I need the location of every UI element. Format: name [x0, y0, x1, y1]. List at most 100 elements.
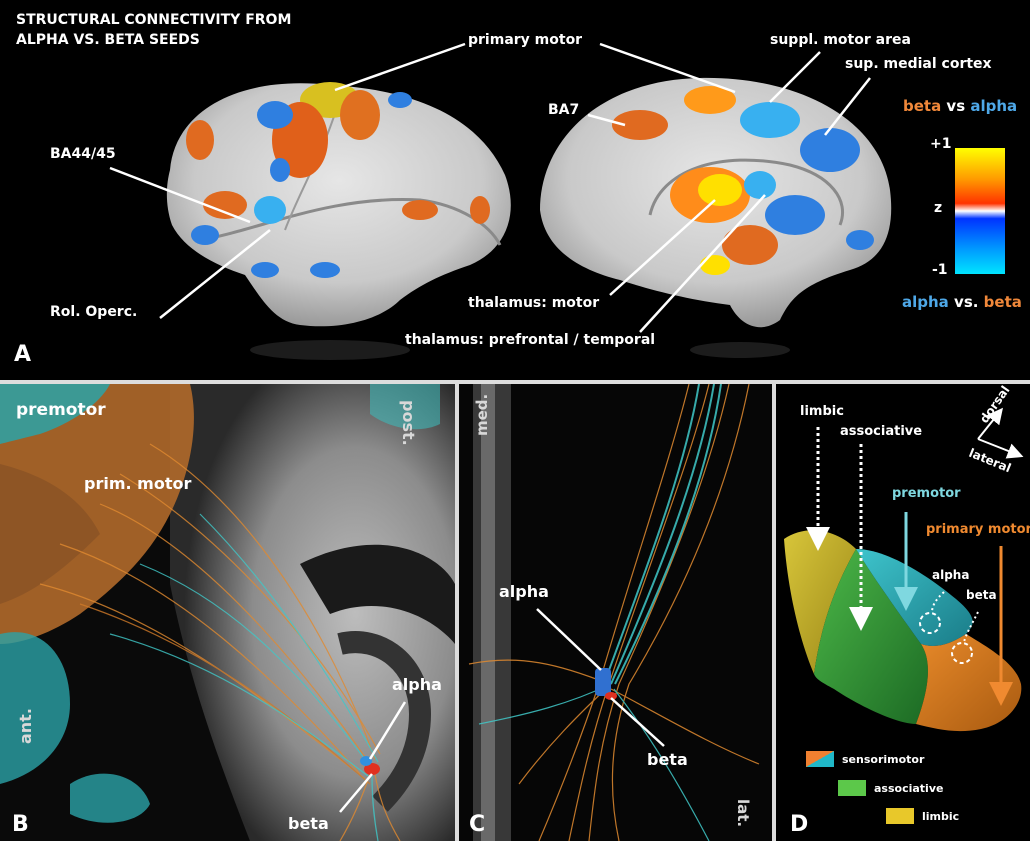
activation-orange: [186, 120, 214, 160]
label-sup-medial-cortex: sup. medial cortex: [845, 56, 992, 72]
legend-label-sensorimotor: sensorimotor: [842, 753, 925, 766]
label-ba44-45: BA44/45: [50, 146, 116, 162]
label-suppl-motor-area: suppl. motor area: [770, 32, 911, 48]
brain-reflection: [690, 342, 790, 358]
legend-alpha: alpha: [902, 293, 949, 311]
panel-b-letter: B: [12, 812, 29, 837]
activation-orange: [402, 200, 438, 220]
pointer-primary-motor-medial: [599, 42, 736, 94]
legend-vs: vs: [941, 97, 971, 115]
swatch-associative: [838, 780, 866, 796]
panel-b-illustration: [0, 384, 455, 841]
pointer-beta: [339, 773, 373, 813]
teal-region-top: [370, 384, 440, 430]
panel-c-illustration: [459, 384, 772, 841]
label-alpha: alpha: [932, 568, 970, 582]
activation-blue: [254, 196, 286, 224]
panel-c-letter: C: [469, 812, 486, 837]
limbic-region: [784, 530, 856, 674]
activation-blue: [310, 262, 340, 278]
fiber-tracts: [468, 384, 760, 841]
panel-c: med. alpha beta lat. C: [459, 384, 772, 841]
panel-a-title-line2: ALPHA VS. BETA SEEDS: [16, 32, 200, 48]
activation-blue: [740, 102, 800, 138]
activation-yellow: [698, 174, 742, 206]
pointer-ba7: [587, 113, 626, 127]
pointer-rol-operc: [159, 229, 271, 319]
medial-hemisphere: [540, 77, 892, 358]
dorsal-arrow: [977, 407, 1003, 440]
panel-a-illustration: [109, 42, 1005, 360]
activation-orange: [722, 225, 778, 265]
premotor-region: [0, 384, 110, 444]
primary-motor-region: [916, 634, 1022, 732]
panel-c-pointer-lines: [536, 608, 665, 747]
cingulate-sulcus: [648, 158, 845, 226]
prim-motor-region: [0, 384, 194, 644]
alpha-seed: [595, 668, 611, 696]
swatch-sensorimotor: [806, 751, 834, 767]
swatch-limbic: [886, 808, 914, 824]
legend-alpha: alpha: [970, 97, 1018, 115]
legend-beta: beta: [983, 293, 1022, 311]
pointer-beta: [610, 697, 665, 747]
panel-d-diagram: dorsal lateral: [784, 384, 1024, 824]
z-colorbar: [955, 148, 1005, 274]
legend-vs: vs.: [948, 293, 984, 311]
fiber-tracts: [39, 443, 401, 841]
label-thalamus-motor: thalamus: motor: [468, 295, 600, 311]
label-lat: lat.: [734, 799, 752, 828]
pointer-thalamus-motor: [609, 199, 716, 296]
ventricle: [300, 544, 455, 644]
label-premotor: premotor: [892, 486, 961, 501]
beta-seed-circle: [951, 642, 973, 664]
pointer-beta: [963, 611, 979, 643]
activation-blue: [388, 92, 412, 108]
label-ant: ant.: [16, 708, 35, 744]
mri-slice: [170, 384, 455, 841]
pointer-ba44-45: [109, 166, 251, 224]
label-med: med.: [473, 393, 491, 436]
panel-d: dorsal lateral limbic ass: [776, 384, 1030, 841]
activation-blue: [251, 262, 279, 278]
seed-pointers: [931, 591, 979, 643]
lateral-arrow: [977, 438, 1024, 459]
panel-b-pointer-lines: [339, 701, 407, 813]
cortex-fold: [0, 464, 100, 604]
colorbar-plus-one: +1: [930, 136, 952, 152]
label-rol-operc: Rol. Operc.: [50, 304, 138, 320]
beta-seed: [605, 692, 617, 700]
label-associative: associative: [840, 424, 923, 439]
label-prim-motor: prim. motor: [84, 474, 192, 493]
premotor-region-bottom: [70, 773, 150, 823]
label-premotor: premotor: [16, 400, 106, 420]
label-alpha: alpha: [392, 675, 442, 694]
legend-label-limbic: limbic: [922, 810, 960, 823]
brain-reflection: [250, 340, 410, 360]
alpha-seed-circle: [919, 612, 941, 634]
activation-orange: [612, 110, 668, 140]
lateral-hemisphere: [166, 82, 511, 360]
activation-blue: [846, 230, 874, 250]
associative-region: [814, 549, 928, 724]
activation-orange: [340, 90, 380, 140]
activation-blue: [191, 225, 219, 245]
legend-label-associative: associative: [874, 782, 944, 795]
legend-beta: beta: [903, 97, 942, 115]
divider-vertical-2: [772, 384, 776, 841]
legend-alpha-vs-beta: alpha vs. beta: [902, 293, 1022, 311]
premotor-region-lower: [0, 632, 70, 784]
divider-horizontal: [0, 380, 1030, 384]
alpha-seed: [360, 756, 372, 766]
panel-a: STRUCTURAL CONNECTIVITY FROM ALPHA VS. B…: [0, 0, 1030, 380]
label-primary-motor: primary motor: [926, 522, 1030, 537]
label-alpha: alpha: [499, 582, 549, 601]
label-beta: beta: [966, 588, 997, 602]
activation-orange: [684, 86, 736, 114]
label-beta: beta: [647, 750, 688, 769]
label-post: post.: [399, 400, 418, 446]
activation-yellow: [700, 255, 730, 275]
pointer-thalamus-pref: [639, 194, 766, 333]
pointer-sup-medial: [824, 77, 871, 136]
legend-beta-vs-alpha: beta vs alpha: [903, 97, 1017, 115]
